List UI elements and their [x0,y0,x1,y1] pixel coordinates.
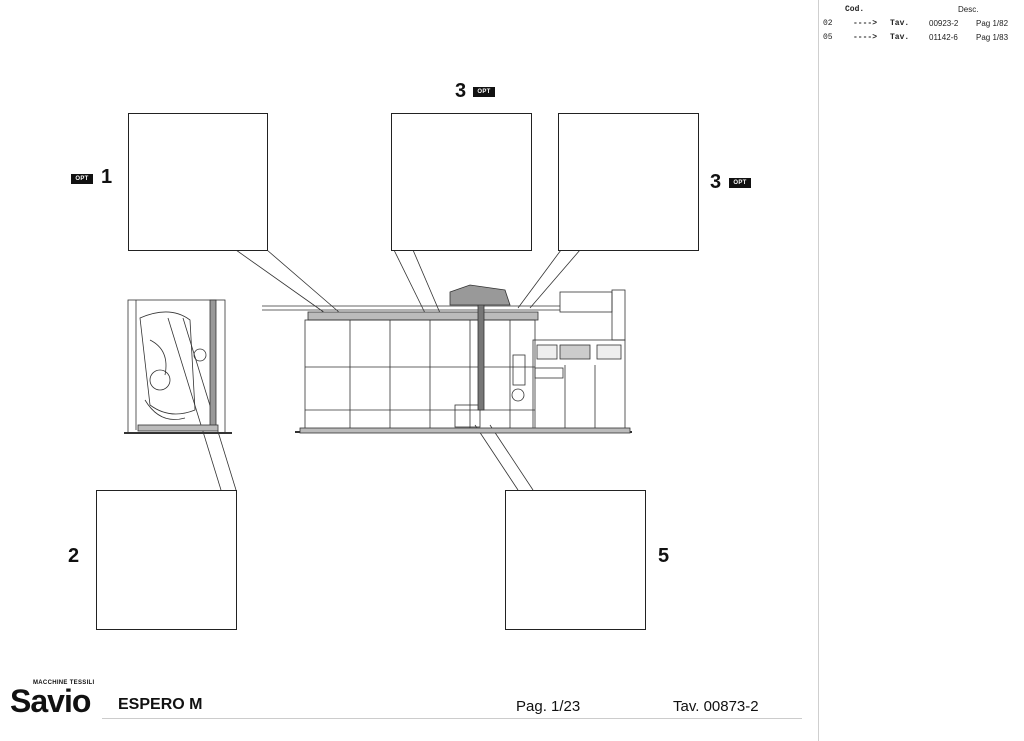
table-reference: Tav. 00873-2 [673,698,759,715]
callout-number-2[interactable]: 2 [68,545,80,567]
detail-panel-2[interactable] [96,490,237,630]
row-tav: Tav. [890,19,910,28]
savio-logo: MACCHINE TESSILI Savio [10,680,110,720]
leader-lines [167,249,581,491]
opt-badge: OPT [71,174,93,184]
brand-tagline: MACCHINE TESSILI [33,680,95,686]
row-arrow: ----> [853,33,878,42]
header-desc: Desc. [958,5,979,14]
row-arrow: ----> [853,19,878,28]
row-page: Pag 1/82 [976,19,1009,28]
callout-number-5[interactable]: 5 [658,545,670,567]
detail-panel-1[interactable] [128,113,268,251]
opt-badge: OPT [473,87,495,97]
opt-badge: OPT [729,178,751,188]
callout-number-1[interactable]: 1 [101,166,113,188]
row-tav: Tav. [890,33,910,42]
row-index: 02 [823,19,833,28]
front-view-drawing [262,284,632,434]
callout-number-3[interactable]: 3 [455,80,467,102]
model-name: ESPERO M [118,696,203,713]
row-code: 00923-2 [929,19,959,28]
side-view-drawing [124,299,232,434]
detail-panel-3-right[interactable] [558,113,699,251]
row-index: 05 [823,33,833,42]
sidebar-divider [818,0,819,741]
detail-panel-5[interactable] [505,490,646,630]
model-label-box: ESPERO M [118,696,240,716]
header-code: Cod. [845,5,865,14]
row-page: Pag 1/83 [976,33,1009,42]
brand-name: Savio [10,683,91,719]
detail-panel-3-top[interactable] [391,113,532,251]
row-code: 01142-6 [929,33,958,42]
callout-number-3[interactable]: 3 [710,171,722,193]
page-number: Pag. 1/23 [516,698,581,715]
footer-rule [102,718,802,719]
